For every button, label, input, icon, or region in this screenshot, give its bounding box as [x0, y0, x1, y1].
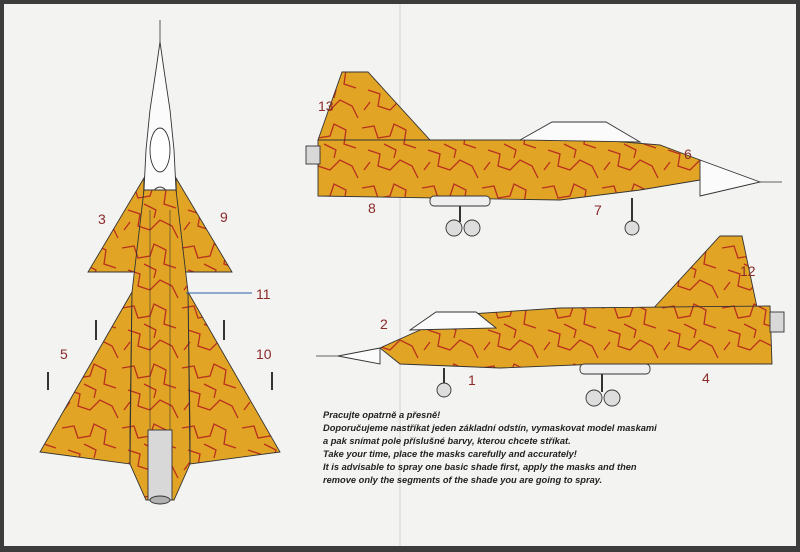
- callout-6: 6: [684, 146, 692, 162]
- callout-3: 3: [98, 211, 106, 227]
- callout-8: 8: [368, 200, 376, 216]
- instructions-text: Pracujte opatrně a přesně! Doporučujeme …: [323, 409, 683, 487]
- callout-11: 11: [256, 286, 271, 302]
- instruction-line-cz-1: Pracujte opatrně a přesně!: [323, 410, 441, 420]
- instruction-line-en-1: Take your time, place the masks carefull…: [323, 449, 577, 459]
- side-view-upper: [305, 71, 782, 237]
- callout-10: 10: [256, 346, 272, 362]
- side-view-lower: [316, 235, 785, 407]
- callout-7: 7: [594, 202, 602, 218]
- callout-2: 2: [380, 316, 388, 332]
- top-view: [39, 20, 281, 505]
- callout-13: 13: [318, 98, 334, 114]
- instruction-line-cz-2: Doporučujeme nastříkat jeden základní od…: [323, 423, 657, 433]
- callout-1: 1: [468, 372, 476, 388]
- callout-4: 4: [702, 370, 710, 386]
- instruction-line-en-3: remove only the segments of the shade yo…: [323, 475, 603, 485]
- callout-9: 9: [220, 209, 228, 225]
- instruction-line-cz-3: a pak snímat pole příslušné barvy, ktero…: [323, 436, 571, 446]
- callout-5: 5: [60, 346, 68, 362]
- callout-12: 12: [740, 263, 756, 279]
- instruction-line-en-2: It is advisable to spray one basic shade…: [323, 462, 637, 472]
